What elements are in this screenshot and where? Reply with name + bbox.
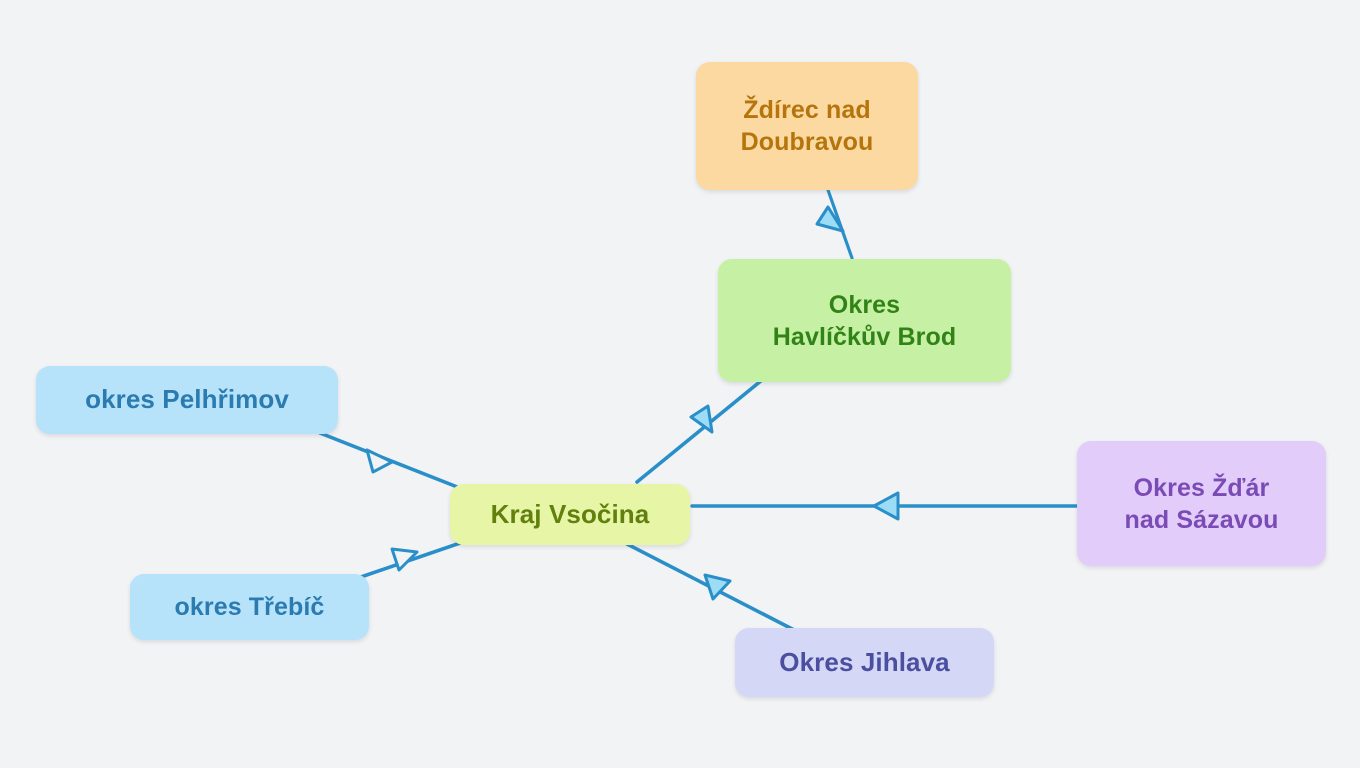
edge-zdirec-to-havlickuv xyxy=(815,188,854,260)
node-okres-pelhrimov[interactable]: okres Pelhřimov xyxy=(36,366,338,434)
edge-jihlava-to-center xyxy=(625,542,802,635)
node-label: Kraj Vsočina xyxy=(490,498,650,529)
node-label: Okres Žďár nad Sázavou xyxy=(1124,473,1279,534)
edge-zdar-to-center xyxy=(690,491,1079,521)
node-zdirec-nad-doubravou[interactable]: Ždírec nad Doubravou xyxy=(696,62,918,190)
edge-havlickuv-to-center xyxy=(635,378,764,484)
node-label: Ždírec nad Doubravou xyxy=(740,96,874,156)
edge-trebic-to-center xyxy=(356,539,468,580)
node-okres-jihlava[interactable]: Okres Jihlava xyxy=(735,628,994,697)
node-kraj-vsocina[interactable]: Kraj Vsočina xyxy=(450,484,690,545)
node-label: Okres Havlíčkův Brod xyxy=(772,290,957,351)
node-label: okres Pelhřimov xyxy=(85,384,289,415)
node-okres-havlickuv-brod[interactable]: Okres Havlíčkův Brod xyxy=(718,259,1011,382)
node-okres-zdar-nad-sazavou[interactable]: Okres Žďár nad Sázavou xyxy=(1077,441,1326,566)
node-label: Okres Jihlava xyxy=(779,646,950,677)
node-okres-trebic[interactable]: okres Třebíč xyxy=(130,574,369,640)
edge-pelhrimov-to-center xyxy=(318,431,472,494)
node-label: okres Třebíč xyxy=(174,593,325,621)
